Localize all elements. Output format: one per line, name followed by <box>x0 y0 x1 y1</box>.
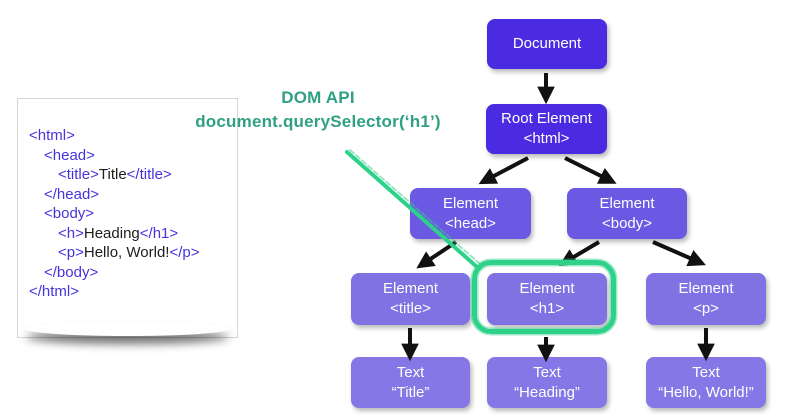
arrow-root-to-head <box>478 156 529 185</box>
node-value: “Title” <box>391 383 430 401</box>
node-label: Element <box>678 280 734 297</box>
tree-node-element-p: Element <p> <box>646 273 766 325</box>
node-tag: <body> <box>601 214 653 232</box>
node-tag: <title> <box>390 300 431 317</box>
code-token: </html> <box>29 283 80 300</box>
code-token: <html> <box>29 127 75 144</box>
code-token: <p> <box>58 244 84 261</box>
h1-highlight-circle <box>472 260 616 334</box>
arrow-head-to-title <box>416 240 458 269</box>
code-line: <html> <box>29 126 237 146</box>
node-tag: <p> <box>693 300 719 317</box>
tree-node-element-h1: Element <h1> <box>487 273 607 325</box>
node-label: Root Element <box>501 110 592 127</box>
dom-api-title: DOM API <box>281 88 355 107</box>
node-tag: <html> <box>523 130 570 147</box>
code-token: Hello, World! <box>83 244 170 261</box>
code-token: </p> <box>169 244 200 261</box>
code-token: Heading <box>83 224 140 242</box>
arrow-body-to-h1 <box>558 240 601 266</box>
node-label: Element <box>519 280 575 297</box>
tree-node-text-hello-world: Text “Hello, World!” <box>646 357 766 408</box>
node-tag: <h1> <box>529 300 565 317</box>
node-label: Element <box>442 194 499 212</box>
code-token: </title> <box>126 166 172 183</box>
code-token: </h1> <box>139 224 179 242</box>
code-card: <html> <head> <title>Title</title> </hea… <box>17 98 238 338</box>
node-label: Text <box>533 363 561 381</box>
code-line: </head> <box>44 185 237 205</box>
arrow-body-to-p <box>652 240 706 267</box>
code-token: <h> <box>58 224 84 242</box>
node-value: “Hello, World!” <box>658 383 754 401</box>
tree-node-element-head: Element <head> <box>410 188 531 239</box>
node-label: Element <box>382 280 439 297</box>
node-label: Element <box>599 194 655 212</box>
tree-node-element-body: Element <body> <box>567 188 687 239</box>
tree-node-text-heading: Text “Heading” <box>487 357 607 408</box>
code-block: <html> <head> <title>Title</title> </hea… <box>18 99 237 302</box>
node-tag: <head> <box>445 214 496 232</box>
code-token: <body> <box>44 205 95 222</box>
arrow-root-to-body <box>564 156 617 184</box>
code-token: </head> <box>44 185 100 203</box>
node-value: “Heading” <box>514 383 580 401</box>
code-line: <head> <box>44 146 237 166</box>
tree-node-element-title: Element <title> <box>351 273 470 325</box>
tree-node-text-title: Text “Title” <box>351 357 470 408</box>
code-token: <title> <box>58 166 99 183</box>
node-label: Text <box>396 363 425 381</box>
code-line: <h>Heading</h1> <box>58 224 237 244</box>
code-line: <body> <box>44 204 237 224</box>
node-label: Document <box>512 35 582 52</box>
queryselector-code: document.querySelector(‘h1’) <box>195 112 441 131</box>
node-label: Text <box>692 363 720 381</box>
code-line: <p>Hello, World!</p> <box>58 243 237 263</box>
code-line: <title>Title</title> <box>58 165 237 185</box>
tree-node-root-element: Root Element <html> <box>486 104 607 154</box>
code-token: <head> <box>44 146 95 164</box>
code-line: </body> <box>44 263 237 283</box>
code-line: </html> <box>29 282 237 302</box>
code-token: Title <box>98 166 127 183</box>
tree-node-document: Document <box>487 19 607 69</box>
code-token: </body> <box>44 263 99 281</box>
dom-api-annotation: DOM API document.querySelector(‘h1’) <box>178 86 458 134</box>
